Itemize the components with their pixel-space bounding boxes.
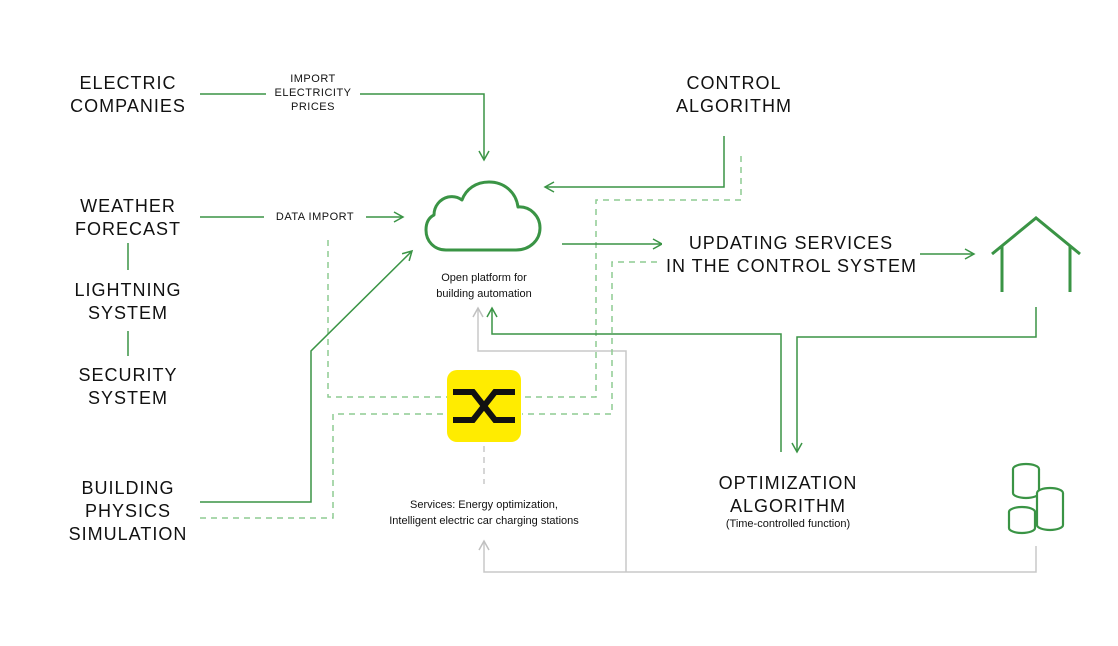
source-weather-forecast: WEATHER FORECAST (58, 195, 198, 241)
source-electric-companies: ELECTRIC COMPANIES (58, 72, 198, 118)
optimization-line-2: ALGORITHM (729, 496, 846, 516)
optimization-subtitle-text: (Time-controlled function) (725, 518, 851, 530)
house-icon (991, 216, 1081, 292)
building-to-platform-line (200, 249, 414, 503)
source-electric-line-2: COMPANIES (70, 96, 186, 116)
services-caption: Services: Energy optimization, Intellige… (352, 497, 616, 529)
source-security-line-1: SECURITY (78, 365, 178, 385)
source-security-system: SECURITY SYSTEM (58, 364, 198, 410)
grey-connectors (472, 306, 1037, 573)
updating-to-services-dashed (522, 261, 668, 415)
optimization-to-platform-line (486, 306, 782, 452)
control-line-1: CONTROL (686, 73, 782, 93)
services-caption-line-2: Intelligent electric car charging statio… (389, 515, 579, 527)
optimization-algorithm-node: OPTIMIZATION ALGORITHM (688, 472, 888, 518)
source-building-line-1: BUILDING (81, 478, 175, 498)
source-weather-line-1: WEATHER (80, 196, 176, 216)
building-to-services-dashed (200, 413, 448, 519)
import-prices-line-2: ELECTRICITY (274, 87, 352, 99)
updating-line-2: IN THE CONTROL SYSTEM (666, 256, 918, 276)
shuffle-app-icon (447, 370, 521, 442)
source-lightning-line-2: SYSTEM (87, 303, 168, 323)
updating-line-1: UPDATING SERVICES (688, 233, 894, 253)
platform-caption-line-2: building automation (436, 288, 532, 300)
source-security-line-2: SYSTEM (87, 388, 168, 408)
updating-services-node: UPDATING SERVICES IN THE CONTROL SYSTEM (662, 232, 920, 278)
source-lightning-system: LIGHTNING SYSTEM (58, 279, 198, 325)
dashed-connectors (200, 156, 742, 519)
source-building-physics-simulation: BUILDING PHYSICS SIMULATION (53, 477, 203, 546)
platform-caption-line-1: Open platform for (441, 272, 527, 284)
weather-to-services-dashed (327, 240, 448, 398)
house-to-optimization-line (791, 307, 1037, 454)
source-weather-line-2: FORECAST (74, 219, 181, 239)
optimization-line-1: OPTIMIZATION (718, 473, 858, 493)
source-building-line-2: PHYSICS (84, 501, 172, 521)
import-prices-label: IMPORT ELECTRICITY PRICES (266, 72, 360, 114)
control-to-services-dashed (522, 156, 742, 398)
optimization-subtitle: (Time-controlled function) (688, 516, 888, 532)
source-building-line-3: SIMULATION (68, 524, 188, 544)
data-import-text: DATA IMPORT (275, 211, 355, 223)
control-algorithm-node: CONTROL ALGORITHM (654, 72, 814, 118)
control-line-2: ALGORITHM (675, 96, 792, 116)
data-import-label: DATA IMPORT (264, 210, 366, 224)
services-caption-line-1: Services: Energy optimization, (410, 499, 558, 511)
platform-caption: Open platform for building automation (414, 270, 554, 302)
source-electric-line-1: ELECTRIC (79, 73, 177, 93)
import-prices-line-1: IMPORT (290, 73, 336, 85)
import-prices-line-3: PRICES (291, 101, 335, 113)
coins-icon (1007, 462, 1065, 535)
source-lightning-line-1: LIGHTNING (74, 280, 182, 300)
cloud-icon (424, 180, 542, 252)
coins-to-services-line (478, 539, 1037, 573)
coins-to-platform-line (472, 306, 627, 572)
green-connectors (127, 93, 1037, 503)
control-to-platform-line (543, 136, 725, 193)
